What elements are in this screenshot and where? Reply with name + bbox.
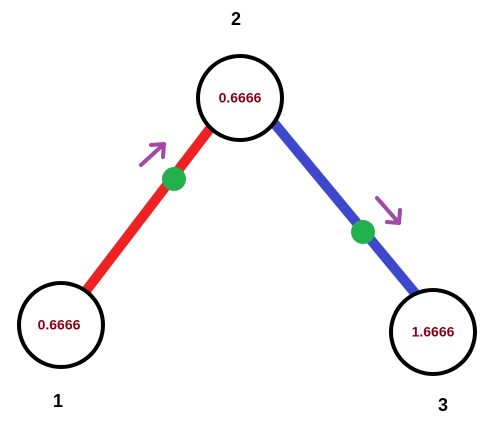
edge-1-2-midpoint-icon	[162, 167, 186, 191]
node-3-label: 3	[438, 395, 448, 415]
node-1-value: 0.6666	[38, 317, 81, 333]
edge-2-3	[270, 119, 423, 302]
node-2: 0.6666	[196, 54, 284, 142]
arrow-up-right-icon	[139, 142, 166, 167]
node-3-circle	[389, 288, 477, 376]
node-1-label: 1	[53, 391, 63, 411]
node-1-circle	[17, 281, 105, 369]
node-3-value: 1.6666	[412, 324, 455, 340]
arrow-down-right-icon	[375, 196, 402, 225]
node-1: 0.6666	[17, 281, 105, 369]
node-2-label: 2	[231, 9, 241, 29]
node-2-circle	[196, 54, 284, 142]
node-3: 1.6666	[389, 288, 477, 376]
edge-2-3-midpoint-icon	[351, 220, 375, 244]
node-2-value: 0.6666	[219, 90, 262, 106]
edge-1-2	[78, 122, 216, 300]
